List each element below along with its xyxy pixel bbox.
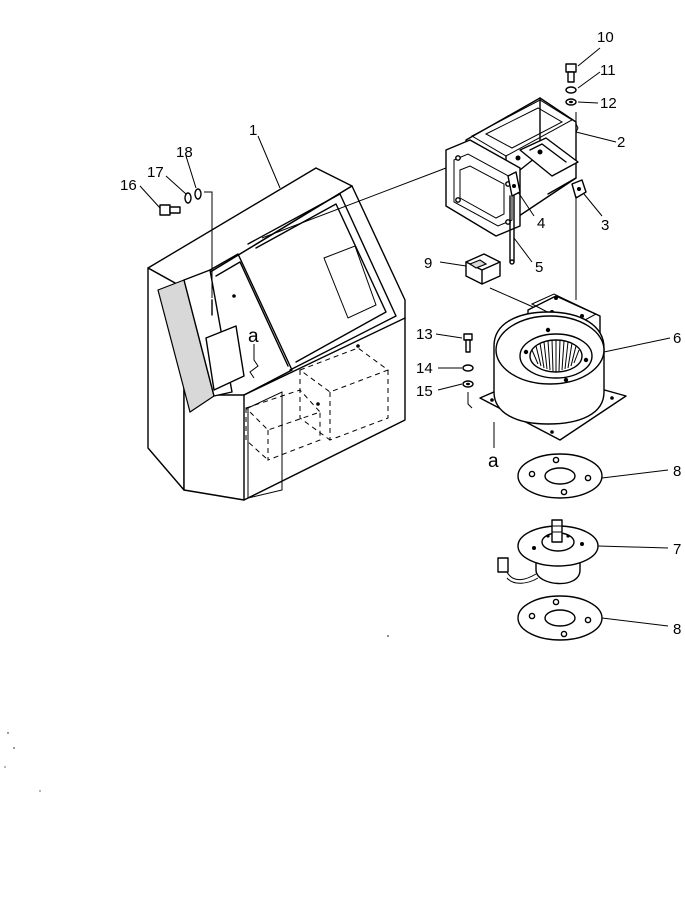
reference-a-right-label: a [488, 451, 499, 472]
callout-16: 16 [120, 177, 137, 194]
scan-speckles [4, 635, 389, 792]
blower-housing [479, 293, 627, 441]
leader-lines [139, 47, 671, 627]
reference-a-left-label: a [248, 326, 259, 347]
callout-18: 18 [176, 144, 193, 161]
callout-6: 6 [673, 330, 681, 347]
callout-15: 15 [416, 383, 433, 400]
callout-1: 1 [249, 122, 257, 139]
callout-2: 2 [617, 134, 625, 151]
motor [497, 519, 599, 585]
callout-13: 13 [416, 326, 433, 343]
callout-14: 14 [416, 360, 433, 377]
callout-10: 10 [597, 29, 614, 46]
bolt-set-middle [462, 333, 474, 409]
reference-a-right: a [488, 422, 499, 472]
gasket-lower [517, 595, 603, 641]
gasket-upper [517, 453, 603, 499]
callout-17: 17 [147, 164, 164, 181]
callout-9: 9 [424, 255, 432, 272]
callout-labels: 1 2 3 4 5 6 7 8 8 9 10 11 12 13 14 15 16… [120, 29, 681, 638]
screw-set-upper-right [565, 63, 579, 300]
assembly-line [261, 167, 447, 239]
callout-11: 11 [600, 62, 616, 79]
relay [465, 253, 541, 311]
callout-8-lower: 8 [673, 621, 681, 638]
reference-a-left: a [248, 326, 259, 379]
callout-8-upper: 8 [673, 463, 681, 480]
callout-3: 3 [601, 217, 609, 234]
bolt-set-upper-left [159, 188, 213, 298]
callout-7: 7 [673, 541, 681, 558]
duct-assembly [445, 97, 587, 265]
callout-5: 5 [535, 259, 543, 276]
callout-12: 12 [600, 95, 617, 112]
console-box [147, 167, 406, 501]
callout-4: 4 [537, 215, 545, 232]
